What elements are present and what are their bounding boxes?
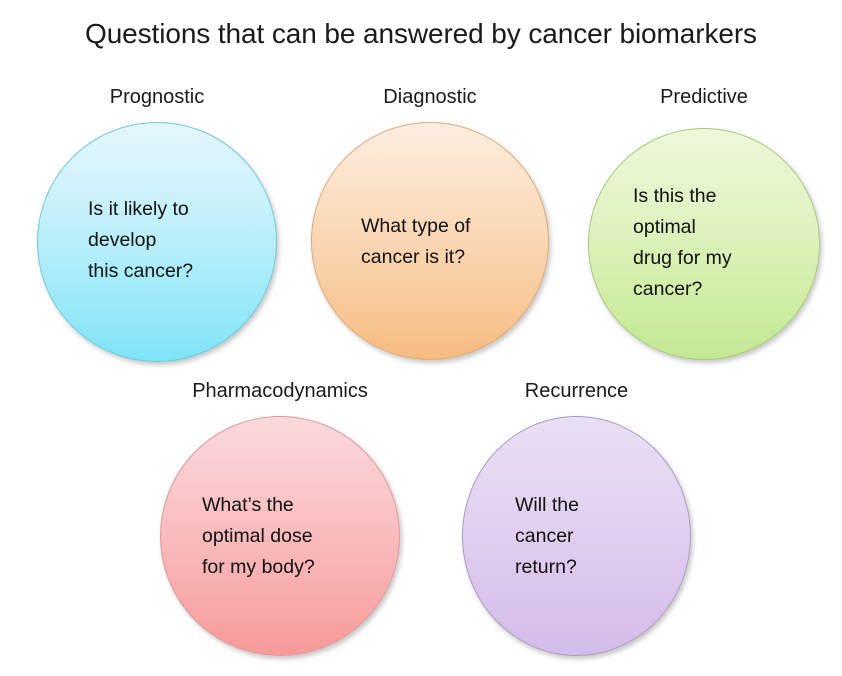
node-label-prognostic: Prognostic bbox=[109, 86, 205, 108]
bubble-diagnostic[interactable]: What type of cancer is it? bbox=[311, 122, 549, 360]
node-label-predictive: Predictive bbox=[660, 86, 748, 108]
node-recurrence: Recurrence Will the cancer return? bbox=[462, 378, 691, 658]
node-diagnostic: Diagnostic What type of cancer is it? bbox=[311, 84, 549, 362]
bubble-text-diagnostic: What type of cancer is it? bbox=[361, 215, 471, 268]
node-prognostic: Prognostic Is it likely to develop this … bbox=[37, 84, 277, 362]
bubble-text-recurrence: Will the cancer return? bbox=[515, 493, 579, 578]
node-label-pharmacodynamics: Pharmacodynamics bbox=[192, 380, 368, 402]
bubble-recurrence[interactable]: Will the cancer return? bbox=[462, 416, 691, 656]
bubble-text-predictive: Is this the optimal drug for my cancer? bbox=[633, 185, 732, 300]
bubble-text-prognostic: Is it likely to develop this cancer? bbox=[88, 197, 194, 282]
bubble-predictive[interactable]: Is this the optimal drug for my cancer? bbox=[588, 128, 820, 360]
bubble-prognostic[interactable]: Is it likely to develop this cancer? bbox=[37, 122, 277, 362]
bubble-text-pharmacodynamics: What’s the optimal dose for my body? bbox=[202, 493, 315, 578]
node-label-diagnostic: Diagnostic bbox=[383, 86, 477, 108]
node-predictive: Predictive Is this the optimal drug for … bbox=[588, 84, 820, 364]
node-pharmacodynamics: Pharmacodynamics What’s the optimal dose… bbox=[160, 378, 400, 658]
bubble-pharmacodynamics[interactable]: What’s the optimal dose for my body? bbox=[160, 416, 400, 656]
page-title: Questions that can be answered by cancer… bbox=[85, 18, 757, 49]
node-label-recurrence: Recurrence bbox=[524, 380, 629, 402]
